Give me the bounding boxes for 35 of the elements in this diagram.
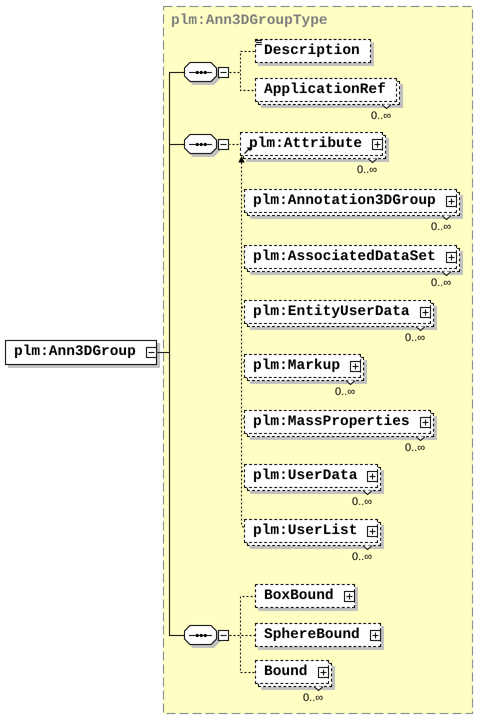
occurrence-label: 0..∞: [335, 386, 356, 399]
compositor-symbol: [184, 62, 229, 82]
element-name: plm:Markup: [253, 358, 340, 374]
element-name: plm:Attribute: [249, 136, 362, 152]
connector-line: [229, 72, 256, 91]
occurrence-label: 0..∞: [431, 277, 452, 290]
occurrence-label: 0..∞: [431, 221, 452, 234]
element-name: plm:UserList: [253, 523, 358, 539]
occurrence-label: 0..∞: [357, 164, 378, 177]
compositor-symbol: [184, 134, 229, 154]
occurrence-label: 0..∞: [405, 332, 426, 345]
connector-line: [229, 144, 241, 145]
element-name: plm:EntityUserData: [253, 304, 410, 320]
type-name: plm:Ann3DGroupType: [171, 12, 328, 30]
element-name: plm:UserData: [253, 468, 358, 484]
element-box: [5, 340, 157, 365]
element-box: [255, 584, 355, 608]
element-name: SphereBound: [264, 627, 360, 643]
element-name: plm:Annotation3DGroup: [253, 193, 436, 209]
element-box: [255, 623, 381, 647]
occurrence-label: 0..∞: [371, 110, 392, 123]
element-name: ApplicationRef: [264, 82, 386, 98]
compositor-symbol: [184, 625, 229, 645]
element-box: [255, 39, 371, 63]
occurrence-label: 0..∞: [352, 551, 372, 564]
element-name: plm:MassProperties: [253, 414, 410, 430]
element-name: plm:Ann3DGroup: [14, 344, 136, 360]
connector-line: [229, 635, 256, 673]
occurrence-label: 0..∞: [303, 692, 324, 705]
element-name: plm:AssociatedDataSet: [253, 249, 436, 265]
element-name: Bound: [264, 664, 308, 680]
element-name: BoxBound: [264, 588, 334, 604]
occurrence-label: 0..∞: [405, 442, 426, 455]
occurrence-label: 0..∞: [352, 496, 372, 509]
element-name: Description: [264, 43, 360, 59]
